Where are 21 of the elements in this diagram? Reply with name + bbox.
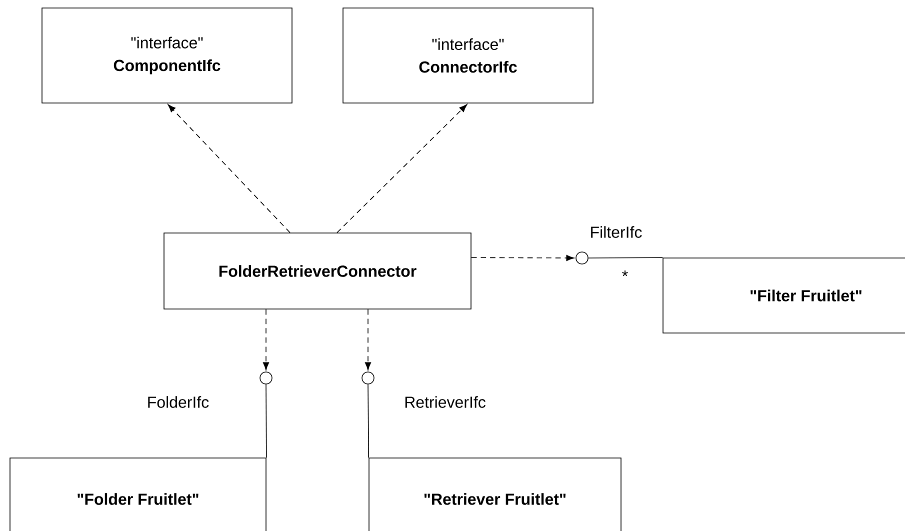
- interface-lollipop: [260, 372, 272, 384]
- connector-line: [368, 384, 369, 458]
- dependency-arrow: [471, 254, 574, 262]
- component-box: "Filter Fruitlet": [662, 258, 905, 334]
- interface-label: FolderIfc: [148, 396, 209, 408]
- dependency-arrow: [364, 309, 372, 370]
- component-box: "Folder Fruitlet": [10, 458, 266, 531]
- interface-label: FilterIfc: [591, 226, 642, 238]
- component-box: "Retriever Fruitlet": [368, 458, 622, 531]
- dependency-arrow: [168, 104, 290, 233]
- interface-label: RetrieverIfc: [405, 396, 486, 408]
- interface-box: "interface" ComponentIfc: [42, 8, 292, 104]
- dependency-arrow: [262, 309, 270, 370]
- connector-line: [588, 257, 664, 258]
- interface-box: "interface" ConnectorIfc: [342, 8, 594, 104]
- component-box: FolderRetrieverConnector: [164, 232, 472, 310]
- connector-line: [266, 384, 267, 458]
- multiplicity-label: *: [622, 270, 628, 276]
- interface-lollipop: [362, 372, 374, 384]
- dependency-arrow: [336, 104, 468, 233]
- interface-lollipop: [576, 252, 588, 264]
